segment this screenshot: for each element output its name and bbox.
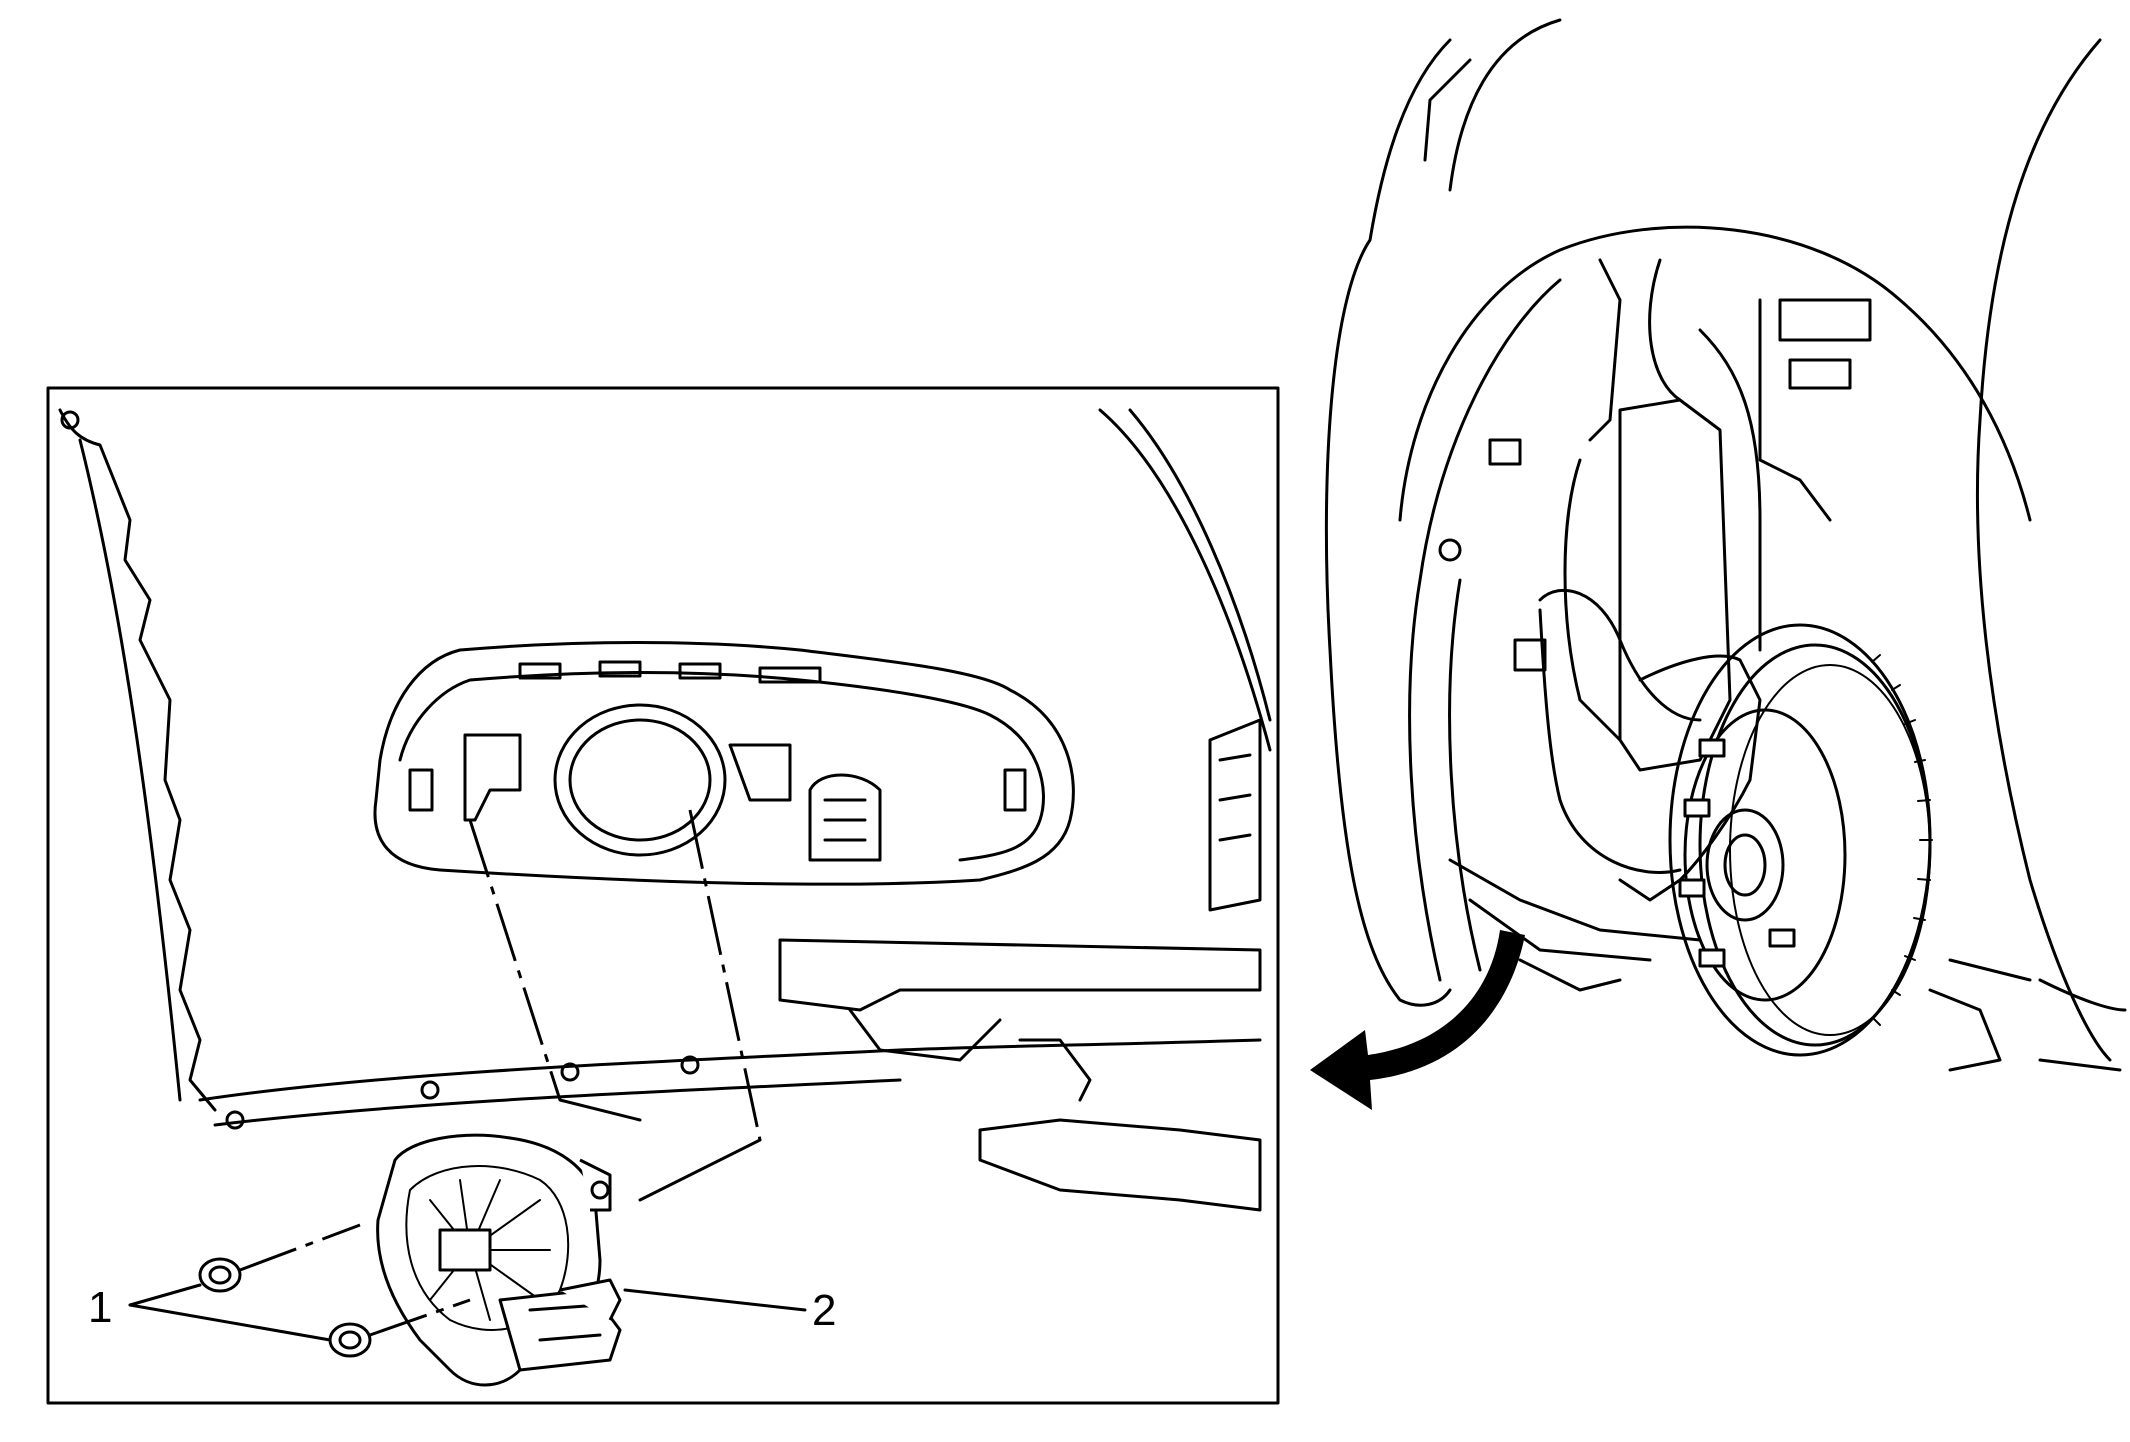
- wheel-studs: [1678, 738, 1796, 968]
- bezel-clips: [408, 660, 1027, 812]
- detail-inset-frame: [46, 386, 1280, 1405]
- callout-label-1: 1: [88, 1283, 112, 1332]
- fog-lamp-detail: [58, 408, 1272, 1387]
- wheel-well-view: [1310, 18, 2127, 1110]
- bolt-icon: [328, 1298, 471, 1358]
- callout-label-2: 2: [812, 1286, 836, 1335]
- curved-arrow-icon: [1310, 930, 1525, 1110]
- fascia-fasteners: [225, 1055, 700, 1130]
- rotor-vents: [1871, 654, 1933, 1026]
- bolt-icon: [198, 1223, 361, 1293]
